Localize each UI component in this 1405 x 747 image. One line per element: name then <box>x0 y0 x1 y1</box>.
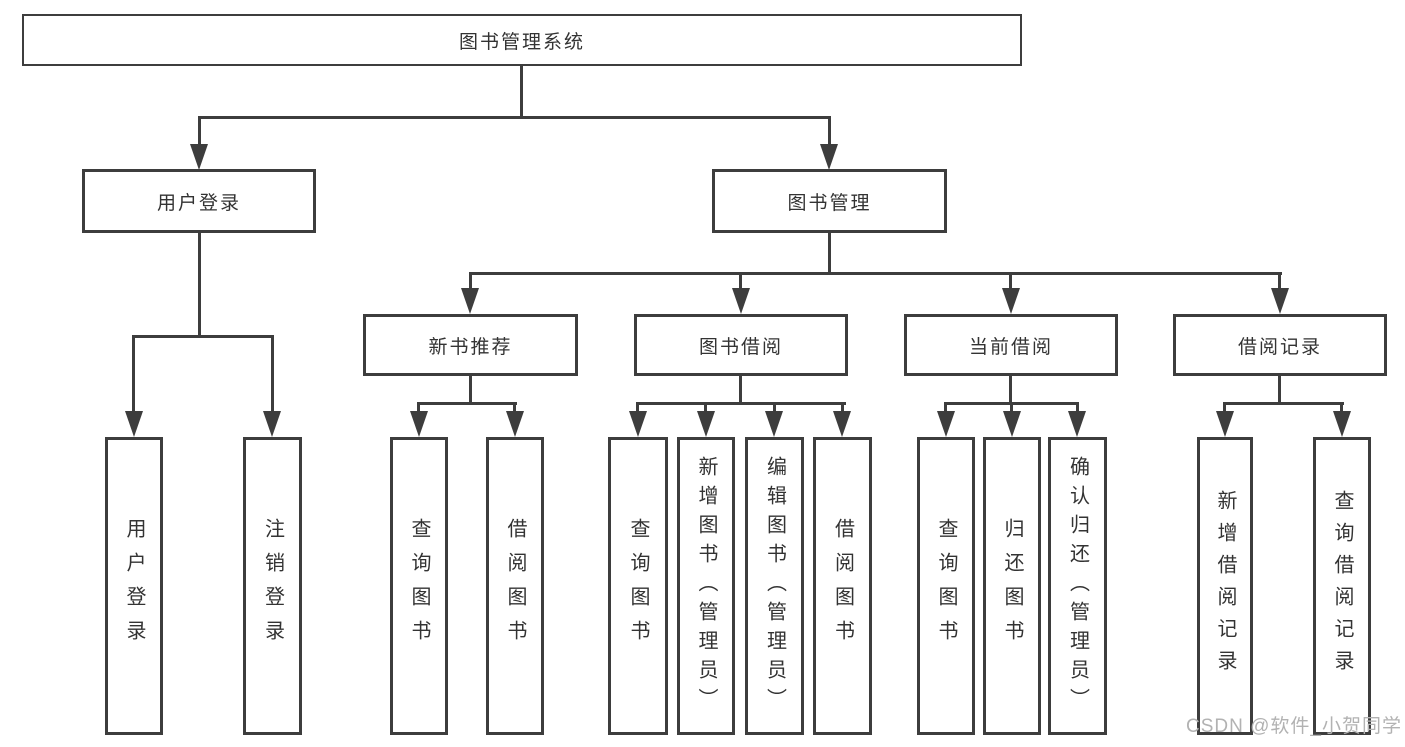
connector-horizontal <box>198 116 831 119</box>
leaf-add-books-admin-label: 新增图书（管理员） <box>695 455 717 717</box>
node-book-borrow-label: 图书借阅 <box>698 336 783 358</box>
connector-vertical <box>469 272 472 290</box>
leaf-user-login-label: 用户登录 <box>123 518 145 654</box>
leaf-logout: 注销登录 <box>243 437 302 735</box>
leaf-query-books-current-label: 查询图书 <box>935 518 957 654</box>
connector-vertical <box>1223 402 1226 413</box>
csdn-watermark: CSDN @软件_小贺同学 <box>1186 716 1402 737</box>
node-borrow-records-label: 借阅记录 <box>1237 336 1322 358</box>
connector-vertical <box>739 272 742 290</box>
connector-vertical <box>1010 402 1013 413</box>
arrow-down-icon <box>263 411 281 437</box>
arrow-down-icon <box>190 144 208 170</box>
leaf-query-books-recommend-label: 查询图书 <box>408 518 430 654</box>
leaf-return-books: 归还图书 <box>983 437 1041 735</box>
node-book-management: 图书管理 <box>712 169 947 233</box>
node-user-login-label: 用户登录 <box>156 192 241 214</box>
arrow-down-icon <box>1271 288 1289 314</box>
leaf-add-borrow-record-label: 新增借阅记录 <box>1214 490 1236 682</box>
leaf-add-borrow-record: 新增借阅记录 <box>1197 437 1253 735</box>
node-current-borrow-label: 当前借阅 <box>968 336 1053 358</box>
connector-horizontal <box>636 402 846 405</box>
arrow-down-icon <box>1068 411 1086 437</box>
connector-vertical <box>739 376 742 404</box>
arrow-down-icon <box>125 411 143 437</box>
leaf-user-login: 用户登录 <box>105 437 163 735</box>
connector-vertical <box>1009 272 1012 290</box>
leaf-add-books-admin: 新增图书（管理员） <box>677 437 735 735</box>
node-user-login: 用户登录 <box>82 169 316 233</box>
leaf-return-books-label: 归还图书 <box>1001 518 1023 654</box>
leaf-confirm-return-admin: 确认归还（管理员） <box>1048 437 1107 735</box>
leaf-query-borrow-record: 查询借阅记录 <box>1313 437 1371 735</box>
connector-vertical <box>520 64 523 118</box>
connector-vertical <box>513 402 516 413</box>
leaf-logout-label: 注销登录 <box>261 518 284 654</box>
arrow-down-icon <box>833 411 851 437</box>
arrow-down-icon <box>629 411 647 437</box>
leaf-confirm-return-admin-label: 确认归还（管理员） <box>1066 455 1089 717</box>
connector-vertical <box>828 116 831 146</box>
leaf-borrow-books-label: 借阅图书 <box>831 518 854 654</box>
node-book-borrow: 图书借阅 <box>634 314 848 376</box>
connector-horizontal <box>417 402 517 405</box>
connector-horizontal <box>469 272 1282 275</box>
node-current-borrow: 当前借阅 <box>904 314 1118 376</box>
leaf-edit-books-admin-label: 编辑图书（管理员） <box>763 455 786 717</box>
node-new-book-recommend-label: 新书推荐 <box>428 336 513 358</box>
arrow-down-icon <box>1216 411 1234 437</box>
arrow-down-icon <box>506 411 524 437</box>
connector-vertical <box>944 402 947 413</box>
leaf-query-books-borrow-label: 查询图书 <box>627 518 649 654</box>
node-book-management-label: 图书管理 <box>787 192 872 214</box>
node-library-system: 图书管理系统 <box>22 14 1022 66</box>
arrow-down-icon <box>697 411 715 437</box>
connector-vertical <box>1076 402 1079 413</box>
arrow-down-icon <box>937 411 955 437</box>
leaf-query-books-borrow: 查询图书 <box>608 437 668 735</box>
connector-vertical <box>636 402 639 413</box>
connector-vertical <box>1278 272 1281 290</box>
arrow-down-icon <box>410 411 428 437</box>
arrow-down-icon <box>461 288 479 314</box>
connector-vertical <box>1340 402 1343 413</box>
connector-vertical <box>828 232 831 274</box>
leaf-borrow-books-recommend-label: 借阅图书 <box>504 518 526 654</box>
leaf-borrow-books: 借阅图书 <box>813 437 872 735</box>
connector-vertical <box>841 402 844 413</box>
node-borrow-records: 借阅记录 <box>1173 314 1387 376</box>
connector-vertical <box>417 402 420 413</box>
connector-vertical <box>1009 376 1012 404</box>
connector-vertical <box>132 335 135 413</box>
connector-vertical <box>469 376 472 404</box>
arrow-down-icon <box>732 288 750 314</box>
node-new-book-recommend: 新书推荐 <box>363 314 578 376</box>
connector-vertical <box>198 232 201 337</box>
connector-vertical <box>271 335 274 413</box>
leaf-edit-books-admin: 编辑图书（管理员） <box>745 437 804 735</box>
connector-vertical <box>773 402 776 413</box>
arrow-down-icon <box>1003 411 1021 437</box>
connector-horizontal <box>132 335 274 338</box>
leaf-borrow-books-recommend: 借阅图书 <box>486 437 544 735</box>
arrow-down-icon <box>820 144 838 170</box>
connector-vertical <box>704 402 707 413</box>
connector-horizontal <box>1223 402 1344 405</box>
arrow-down-icon <box>1002 288 1020 314</box>
leaf-query-books-current: 查询图书 <box>917 437 975 735</box>
arrow-down-icon <box>765 411 783 437</box>
connector-vertical <box>1278 376 1281 404</box>
leaf-query-books-recommend: 查询图书 <box>390 437 448 735</box>
arrow-down-icon <box>1333 411 1351 437</box>
connector-vertical <box>198 116 201 146</box>
node-library-system-label: 图书管理系统 <box>458 31 585 53</box>
leaf-query-borrow-record-label: 查询借阅记录 <box>1331 490 1353 682</box>
